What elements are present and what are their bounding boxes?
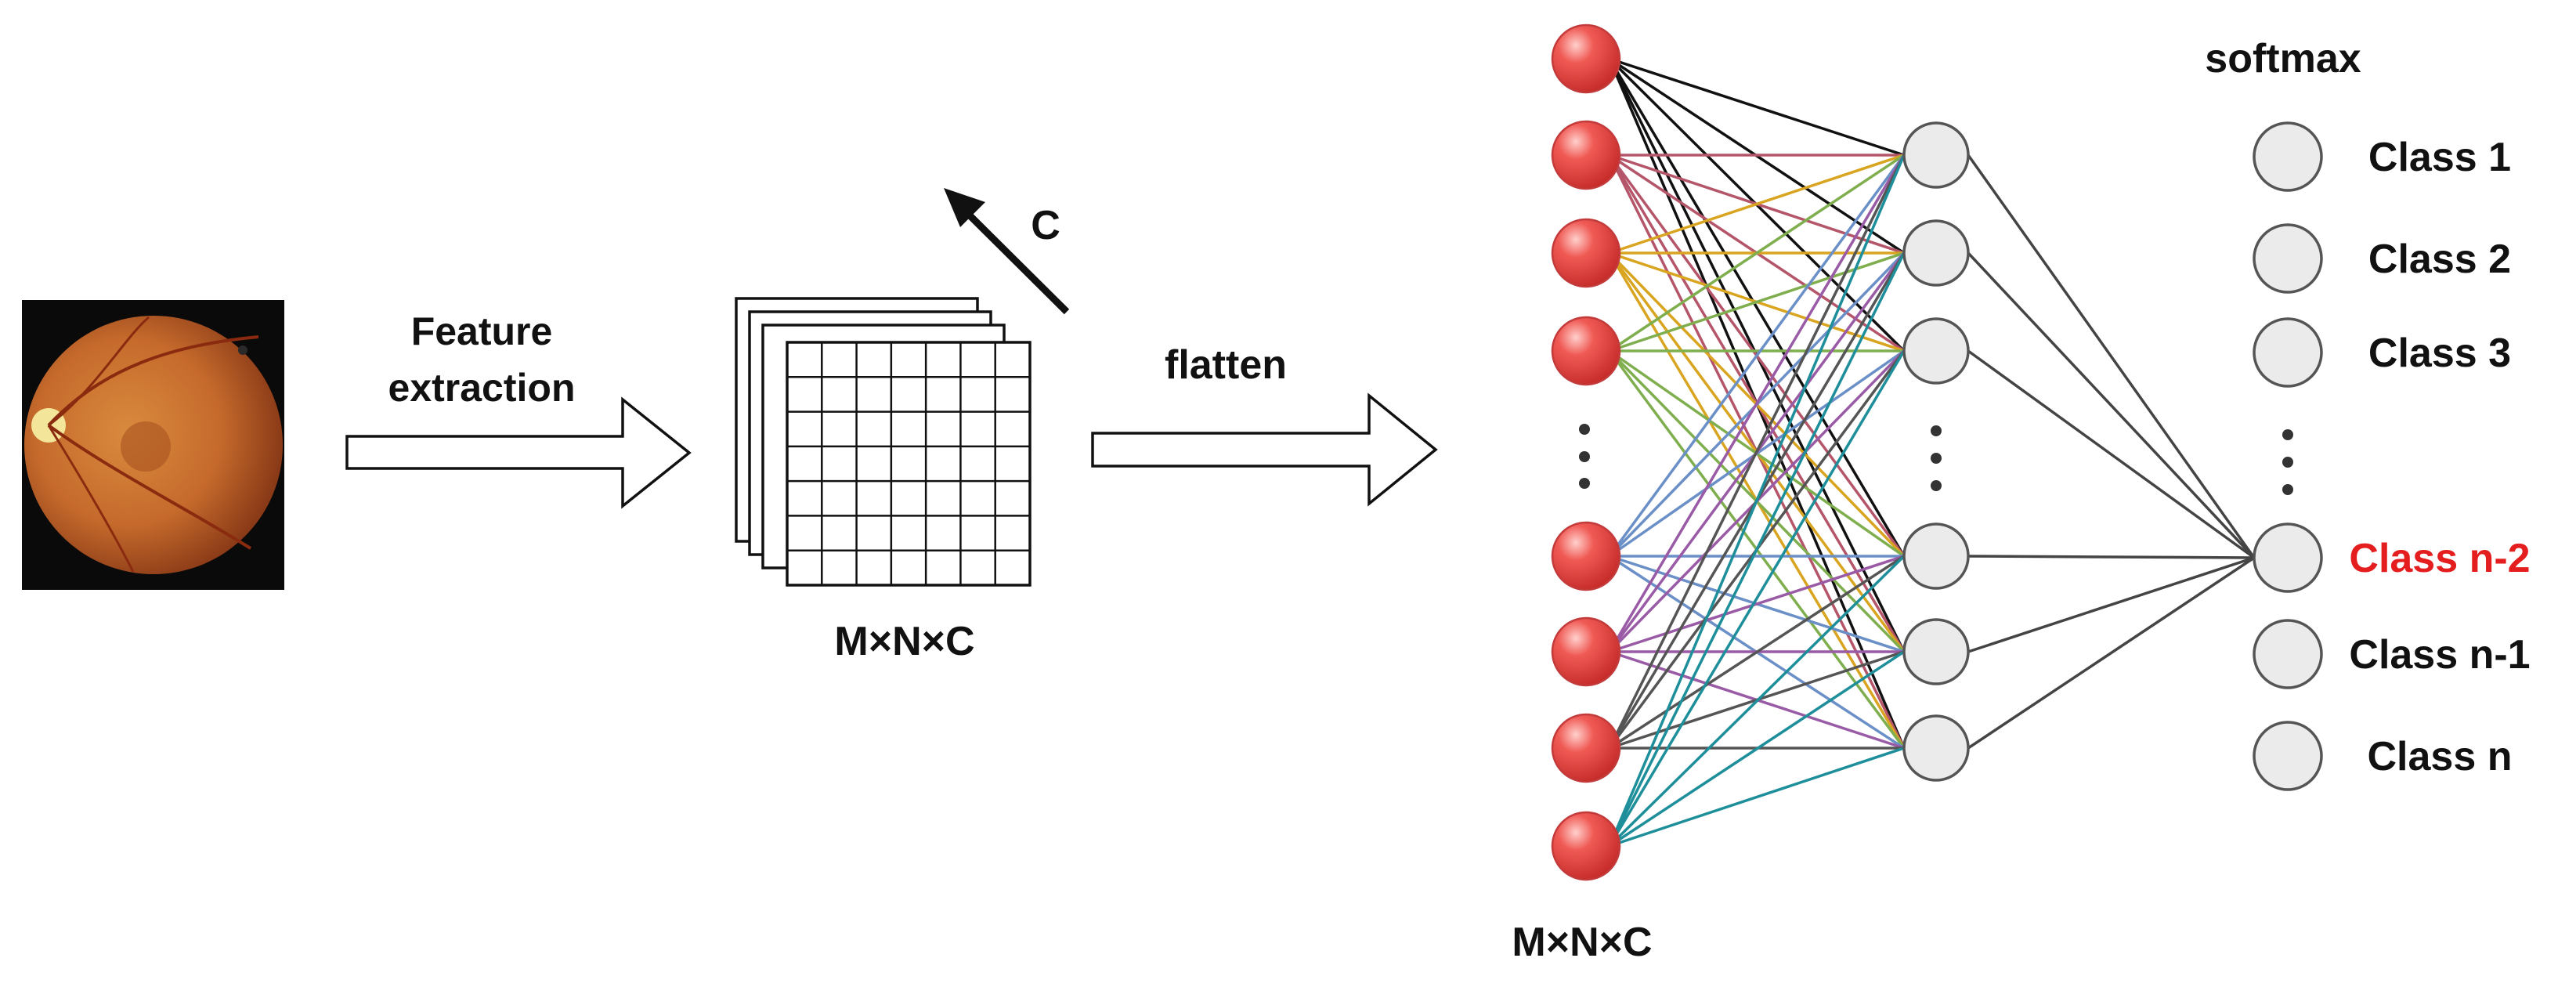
output-node bbox=[2253, 317, 2323, 388]
input-node bbox=[1551, 713, 1621, 783]
input-node bbox=[1551, 616, 1621, 687]
hidden-output-connection bbox=[1967, 555, 2255, 559]
network-connections bbox=[1608, 57, 2256, 848]
input-hidden-connection bbox=[1609, 650, 1905, 848]
hidden-node bbox=[1902, 317, 1970, 385]
input-node bbox=[1551, 120, 1621, 190]
class-label: Class 3 bbox=[2368, 331, 2511, 376]
input-layer-size-label: M×N×C bbox=[1512, 920, 1652, 965]
input-hidden-connection bbox=[1609, 555, 1905, 653]
output-node bbox=[2253, 522, 2323, 593]
output-ellipsis bbox=[2282, 429, 2293, 495]
output-node bbox=[2253, 121, 2323, 192]
flatten-arrow bbox=[1091, 392, 1438, 507]
class-label: Class n-1 bbox=[2349, 632, 2530, 678]
input-layer bbox=[1551, 24, 1621, 881]
class-label: Class n-2 bbox=[2349, 536, 2530, 581]
hidden-ellipsis bbox=[1931, 425, 1942, 491]
feature-extraction-label-line2: extraction bbox=[388, 366, 576, 410]
flatten-label: flatten bbox=[1165, 342, 1287, 388]
output-node bbox=[2253, 619, 2323, 689]
retina-fundus-image bbox=[22, 300, 284, 590]
output-layer bbox=[2253, 121, 2323, 791]
input-node bbox=[1551, 521, 1621, 591]
output-node bbox=[2253, 721, 2323, 791]
input-hidden-connection bbox=[1608, 58, 1906, 557]
hidden-output-connection bbox=[1967, 251, 2256, 559]
softmax-label: softmax bbox=[2205, 36, 2361, 81]
input-hidden-connection bbox=[1609, 57, 1905, 157]
input-hidden-connection bbox=[1608, 555, 1906, 848]
input-node bbox=[1551, 811, 1621, 881]
hidden-layer bbox=[1902, 121, 1970, 782]
channel-axis-arrow bbox=[956, 202, 1070, 315]
input-hidden-connection bbox=[1609, 555, 1905, 750]
output-node bbox=[2253, 223, 2323, 294]
input-node bbox=[1551, 316, 1621, 386]
input-hidden-connection bbox=[1608, 154, 1906, 653]
hidden-output-connection bbox=[1967, 154, 2256, 559]
hidden-node bbox=[1902, 121, 1970, 189]
channel-axis-label: C bbox=[1031, 203, 1060, 248]
hidden-output-connection bbox=[1967, 349, 2256, 559]
channel-axis-arrowhead bbox=[944, 188, 985, 227]
feature-map-stack bbox=[735, 297, 1031, 587]
input-hidden-connection bbox=[1609, 747, 1905, 848]
hidden-node bbox=[1902, 522, 1970, 590]
class-label: Class n bbox=[2368, 734, 2513, 779]
input-node bbox=[1551, 218, 1621, 288]
input-ellipsis bbox=[1579, 424, 1590, 489]
class-label: Class 1 bbox=[2368, 135, 2511, 180]
input-hidden-connection bbox=[1608, 252, 1906, 847]
hidden-output-connection bbox=[1967, 556, 2255, 653]
feature-map-size-label: M×N×C bbox=[834, 619, 974, 664]
hidden-node bbox=[1902, 618, 1970, 685]
feature-map-grid bbox=[787, 342, 1030, 585]
feature-extraction-arrow bbox=[345, 396, 692, 509]
hidden-node bbox=[1902, 219, 1970, 287]
input-hidden-connection bbox=[1608, 154, 1906, 749]
hidden-node bbox=[1902, 714, 1970, 782]
input-node bbox=[1551, 24, 1621, 94]
feature-extraction-label-line1: Feature bbox=[411, 309, 553, 353]
input-hidden-connection bbox=[1608, 154, 1906, 847]
input-hidden-connection bbox=[1609, 154, 1905, 255]
input-hidden-connection bbox=[1609, 154, 1905, 352]
input-hidden-connection bbox=[1608, 350, 1906, 847]
hidden-output-connection bbox=[1967, 556, 2255, 750]
class-label: Class 2 bbox=[2368, 237, 2511, 282]
input-hidden-connection bbox=[1608, 154, 1906, 558]
